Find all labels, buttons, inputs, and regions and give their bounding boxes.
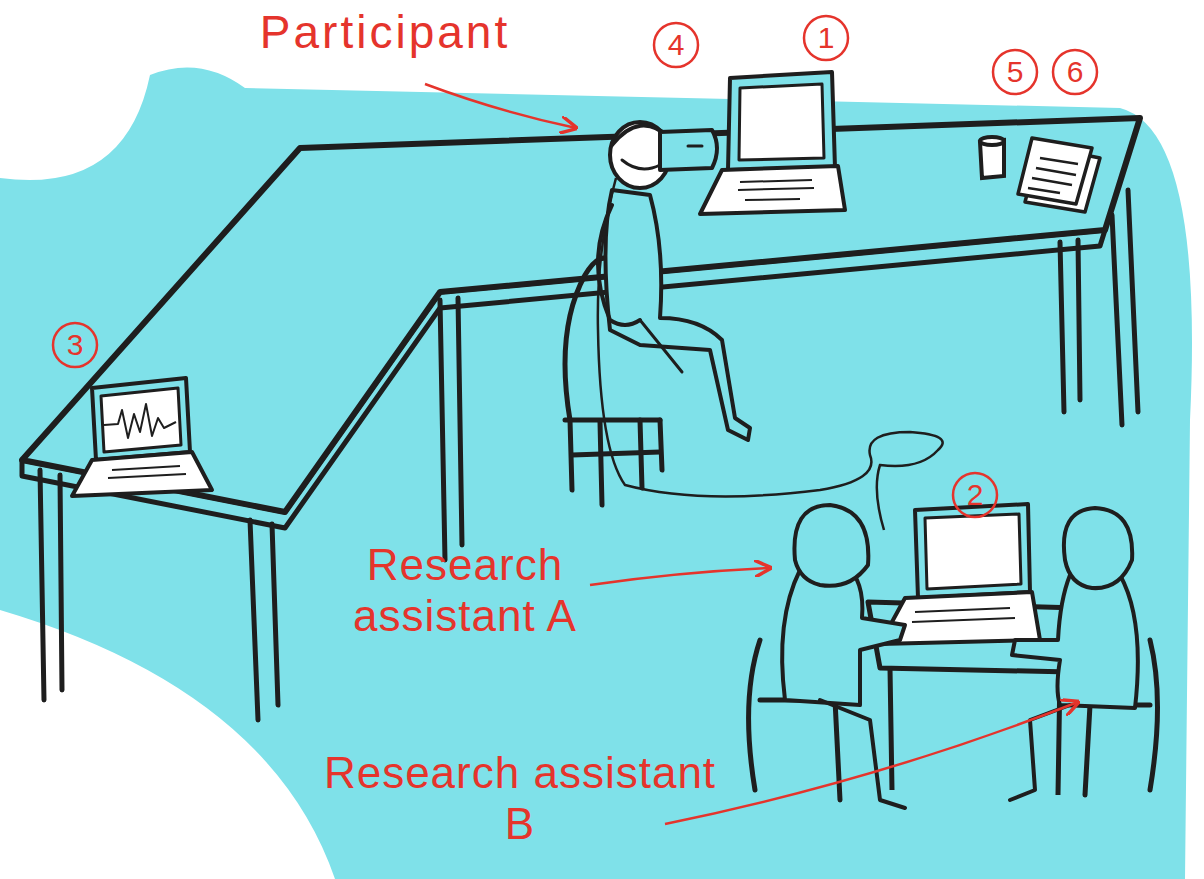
cup <box>980 137 1004 178</box>
callout-number: 3 <box>67 328 84 363</box>
figure-label: Research assistant A <box>295 540 635 641</box>
floor-blob <box>0 67 1192 879</box>
assistant-figure <box>749 505 905 808</box>
laptop <box>700 72 845 214</box>
callout-number: 2 <box>967 478 984 513</box>
callout-number: 6 <box>1067 55 1084 90</box>
callout-number: 4 <box>668 28 685 63</box>
headset-cable <box>598 178 943 530</box>
assistant-figure <box>1010 508 1158 800</box>
figure-label: Research assistant B <box>320 748 720 849</box>
l-table <box>22 118 1140 720</box>
callout-number: 1 <box>818 21 835 56</box>
figure-label: Participant <box>195 6 575 59</box>
callout-number: 5 <box>1007 55 1024 90</box>
callout-circle <box>53 16 1097 517</box>
leader-arrow <box>425 84 1078 824</box>
participant-figure <box>598 122 750 440</box>
papers <box>1018 138 1100 212</box>
laptop <box>72 378 212 496</box>
